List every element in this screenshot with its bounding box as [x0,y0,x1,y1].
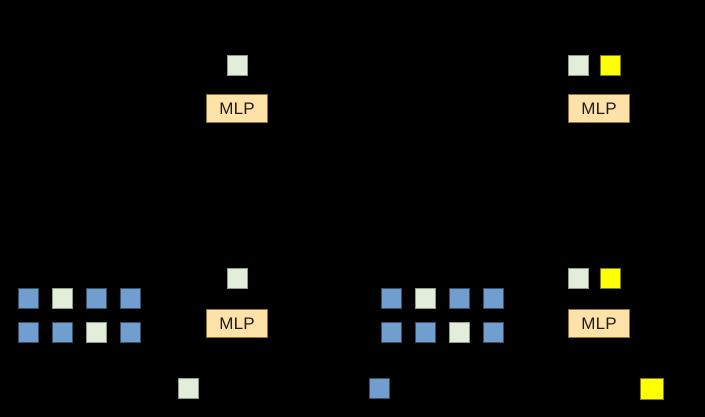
token-cell [18,288,39,309]
token-cell [381,288,402,309]
middle-right-mlp-block[interactable]: MLP [568,309,630,338]
token-cell [18,322,39,343]
token-cell [381,322,402,343]
token-cell [52,288,73,309]
token-cell [483,322,504,343]
bottom-token-1 [369,378,390,399]
token-cell [120,322,141,343]
token-cell [449,288,470,309]
token-cell [415,288,436,309]
middle-left-mlp-block[interactable]: MLP [206,309,268,338]
token-cell [120,288,141,309]
top-right-mlp-block[interactable]: MLP [568,94,630,123]
token-cell [86,288,107,309]
token-cell [449,322,470,343]
bottom-token-2 [640,378,664,400]
top-left-output-token-0 [227,55,248,76]
middle-right-output-token-0 [568,268,589,289]
top-right-output-token-0 [568,55,589,76]
token-cell [415,322,436,343]
token-cell [52,322,73,343]
token-cell [483,288,504,309]
middle-left-output-token-0 [227,268,248,289]
token-cell [86,322,107,343]
bottom-token-0 [178,378,199,399]
middle-right-output-token-1 [600,268,621,289]
top-left-mlp-block[interactable]: MLP [206,94,268,123]
top-right-output-token-1 [600,55,621,76]
